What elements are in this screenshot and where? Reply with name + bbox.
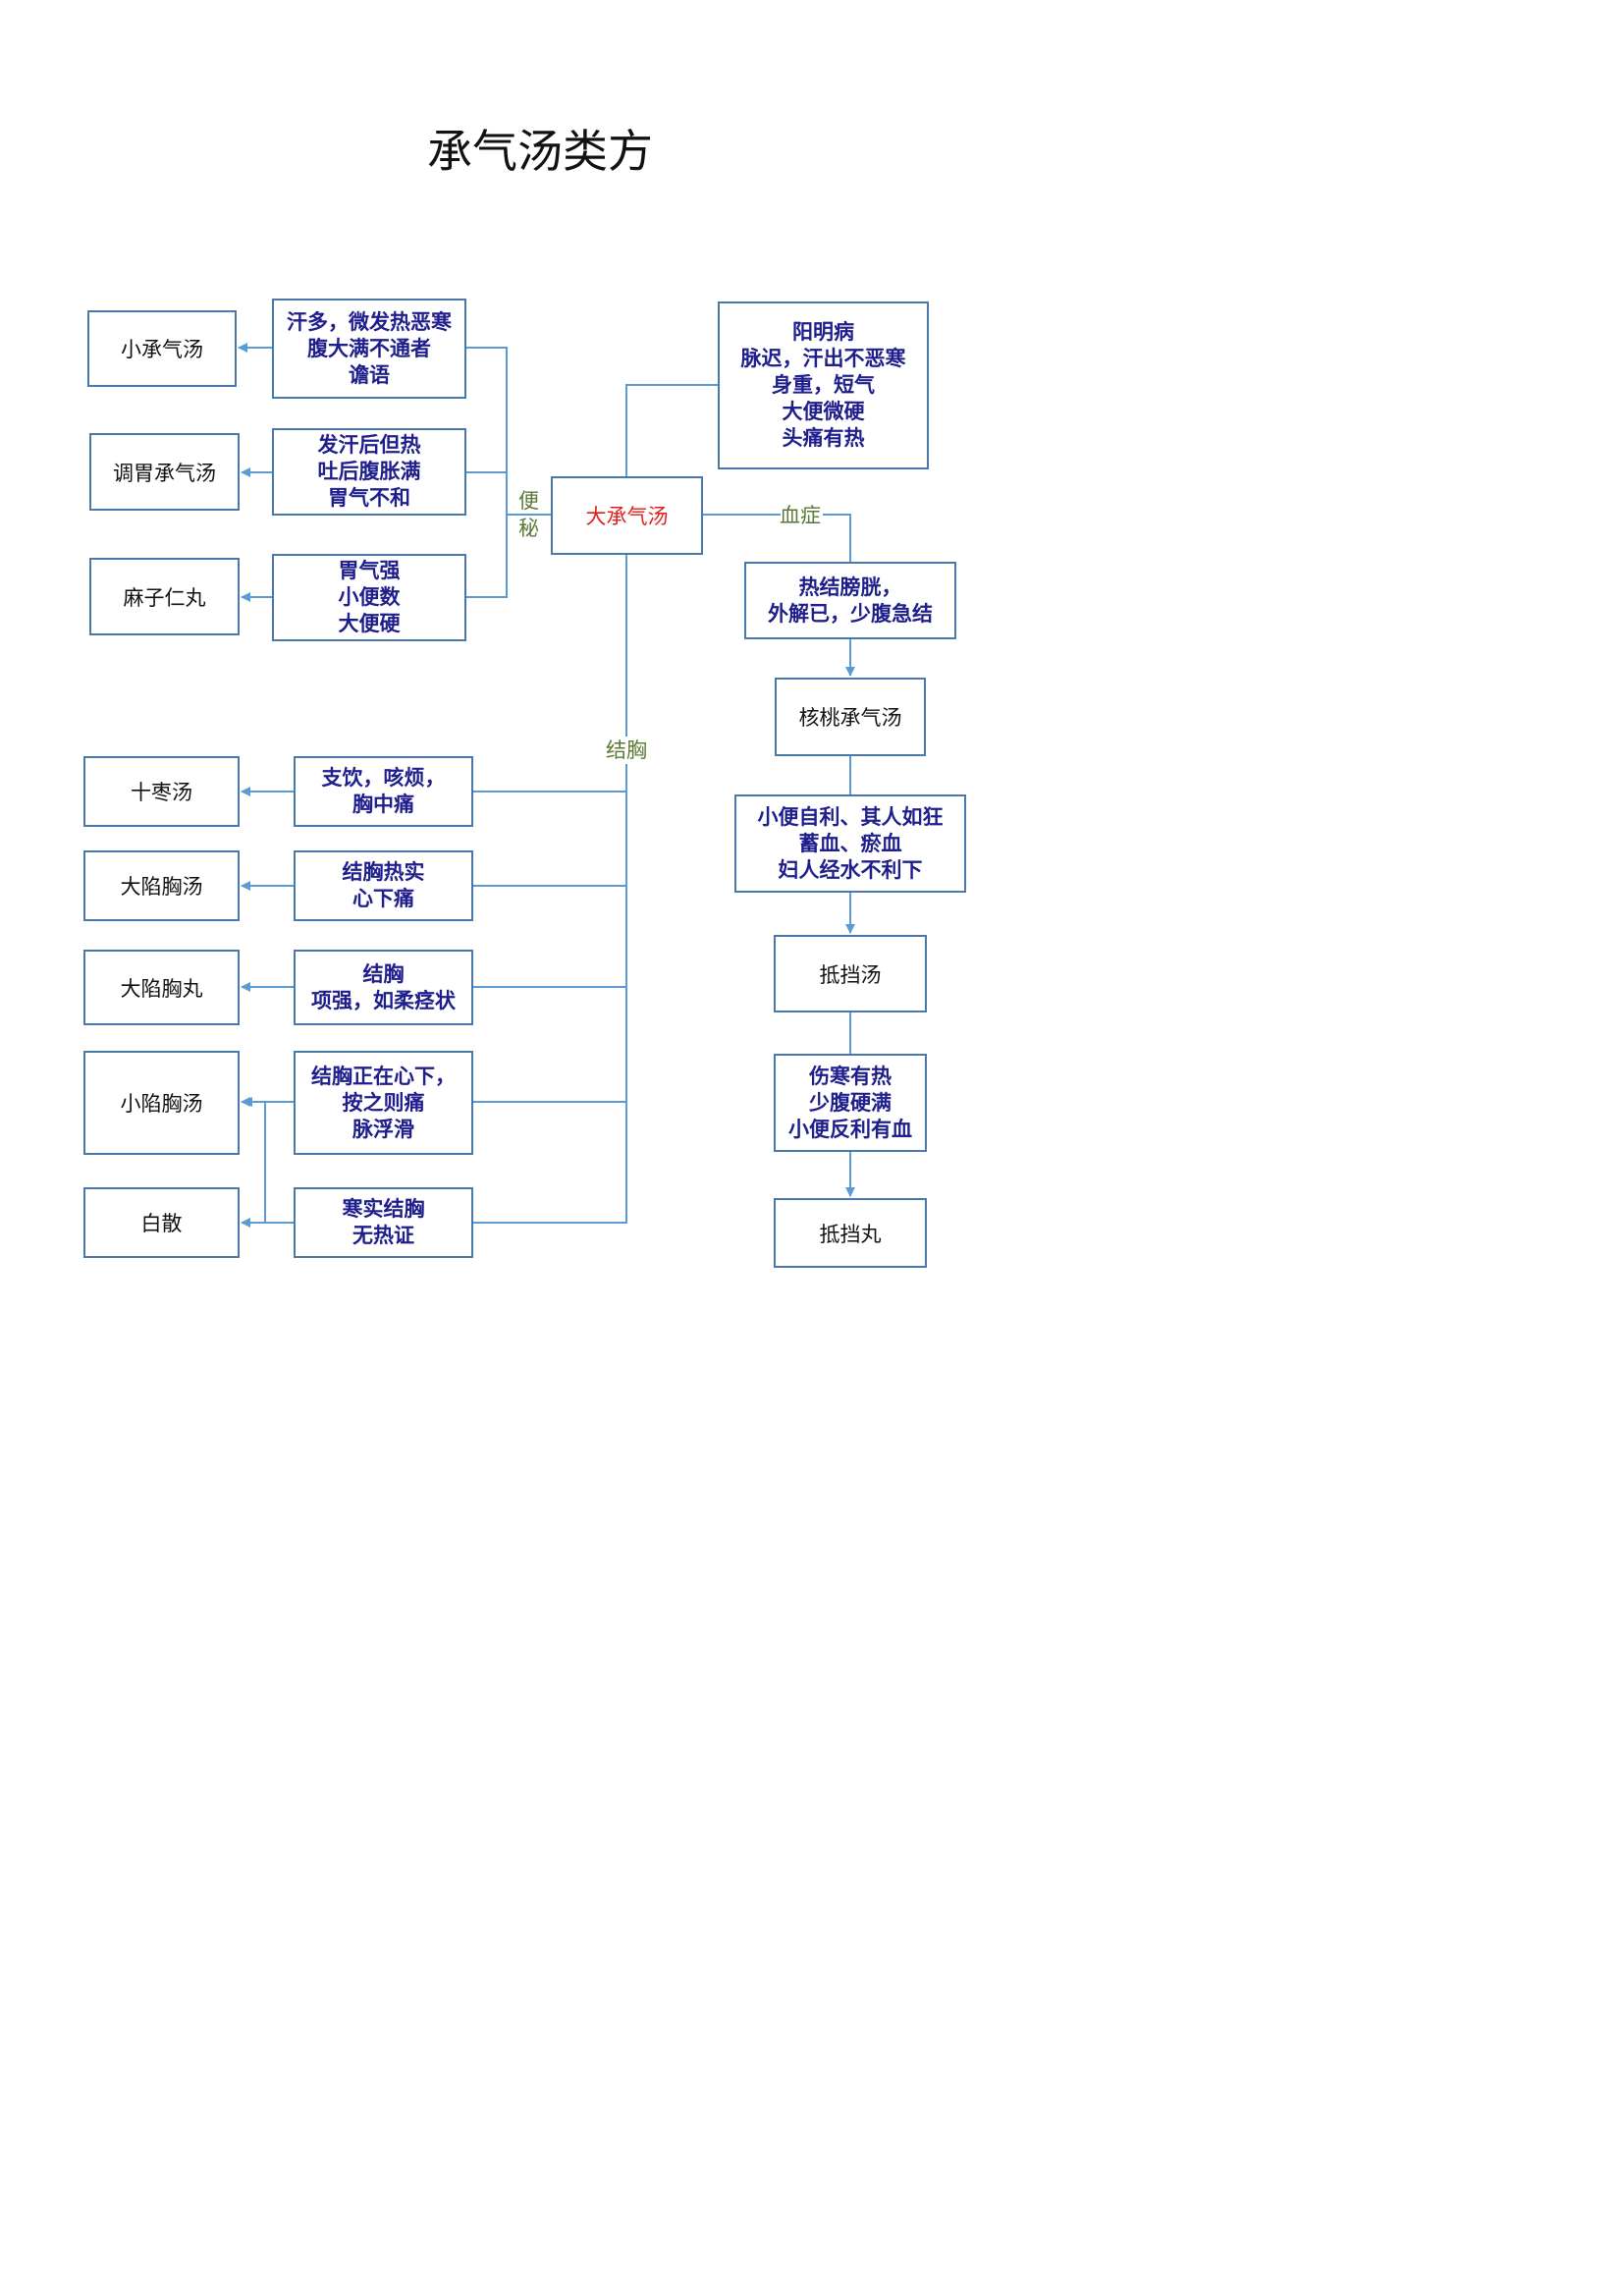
symptom-line: 胸中痛 bbox=[352, 793, 414, 816]
yangming-line: 阳明病 bbox=[792, 320, 854, 344]
edge-baisan-sym-to-xiaoxianxiong bbox=[243, 1097, 294, 1224]
symptom-box-shanghan-youre: 伤寒有热 少腹硬满 小便反利有血 bbox=[774, 1054, 927, 1152]
symptom-line: 按之则痛 bbox=[342, 1090, 425, 1115]
symptom-line: 妇人经水不利下 bbox=[778, 857, 923, 882]
symptom-box-xuxue: 小便自利、其人如狂 蓄血、瘀血 妇人经水不利下 bbox=[734, 794, 966, 893]
page-title: 承气汤类方 bbox=[427, 125, 653, 178]
symptom-box-xiao-chengqi: 汗多，微发热恶寒 腹大满不通者 谵语 bbox=[272, 299, 466, 399]
connector-lines bbox=[238, 343, 855, 1228]
prescription-tiaowei-chengqi-tang: 调胃承气汤 bbox=[89, 433, 240, 511]
prescription-daxianxiong-tang: 大陷胸汤 bbox=[83, 850, 240, 921]
prescription-hetao-chengqi-tang: 核桃承气汤 bbox=[775, 678, 926, 756]
prescription-daxianxiong-wan: 大陷胸丸 bbox=[83, 950, 240, 1025]
symptom-box-xiaoxianxiong: 结胸正在心下， 按之则痛 脉浮滑 bbox=[294, 1051, 473, 1155]
symptom-box-daxianxiong-tang: 结胸热实 心下痛 bbox=[294, 850, 473, 921]
yangming-symptom-box: 阳明病 脉迟，汗出不恶寒 身重，短气 大便微硬 头痛有热 bbox=[718, 301, 929, 469]
yangming-line: 大便微硬 bbox=[782, 400, 865, 423]
symptom-line: 胃气强 bbox=[338, 559, 401, 582]
symptom-line: 脉浮滑 bbox=[352, 1117, 414, 1141]
edge-label-constipation: 便 秘 bbox=[518, 487, 539, 542]
symptom-line: 胃气不和 bbox=[328, 486, 410, 510]
symptom-line: 蓄血、瘀血 bbox=[798, 831, 902, 855]
symptom-line: 汗多，微发热恶寒 bbox=[287, 309, 452, 334]
symptom-line: 小便自利、其人如狂 bbox=[757, 804, 944, 829]
yangming-line: 身重，短气 bbox=[772, 373, 875, 397]
edge-label-chest: 结胸 bbox=[606, 737, 647, 764]
symptom-line: 吐后腹胀满 bbox=[317, 460, 421, 483]
prescription-xiaoxianxiong-tang: 小陷胸汤 bbox=[83, 1051, 240, 1155]
symptom-line: 大便硬 bbox=[338, 612, 401, 635]
prescription-baisan: 白散 bbox=[83, 1187, 240, 1258]
symptom-box-maziren: 胃气强 小便数 大便硬 bbox=[272, 554, 466, 641]
symptom-line: 项强，如柔痉状 bbox=[311, 988, 456, 1012]
symptom-box-daxianxiong-wan: 结胸 项强，如柔痉状 bbox=[294, 950, 473, 1025]
symptom-line: 发汗后但热 bbox=[317, 433, 421, 457]
symptom-line: 谵语 bbox=[349, 362, 390, 387]
symptom-line: 少腹硬满 bbox=[809, 1090, 892, 1115]
symptom-line: 腹大满不通者 bbox=[307, 336, 431, 360]
yangming-line: 头痛有热 bbox=[782, 426, 865, 450]
symptom-box-tiaowei-chengqi: 发汗后但热 吐后腹胀满 胃气不和 bbox=[272, 428, 466, 516]
prescription-didang-wan: 抵挡丸 bbox=[774, 1198, 927, 1268]
symptom-box-baisan: 寒实结胸 无热证 bbox=[294, 1187, 473, 1258]
edge-center-to-blood-2 bbox=[823, 514, 851, 562]
symptom-line: 伤寒有热 bbox=[809, 1064, 892, 1088]
edge-label-blood: 血症 bbox=[780, 504, 821, 527]
yangming-line: 脉迟，汗出不恶寒 bbox=[740, 347, 906, 370]
symptom-line: 结胸 bbox=[362, 961, 405, 986]
prescription-maziren-wan: 麻子仁丸 bbox=[89, 558, 240, 635]
edge-center-to-yangming bbox=[625, 384, 718, 476]
symptom-line: 寒实结胸 bbox=[342, 1197, 425, 1221]
symptom-line: 支饮，咳烦， bbox=[321, 766, 446, 790]
symptom-line: 小便反利有血 bbox=[788, 1117, 912, 1141]
edge-label-char: 便 bbox=[518, 489, 539, 513]
prescription-didang-tang: 抵挡汤 bbox=[774, 935, 927, 1012]
symptom-line: 结胸热实 bbox=[342, 860, 425, 884]
prescription-xiao-chengqi-tang: 小承气汤 bbox=[87, 310, 237, 387]
symptom-line: 小便数 bbox=[338, 585, 401, 609]
prescription-shizao-tang: 十枣汤 bbox=[83, 756, 240, 827]
symptom-line: 无热证 bbox=[352, 1224, 414, 1247]
symptom-line: 热结膀胱， bbox=[798, 574, 902, 599]
symptom-line: 心下痛 bbox=[352, 887, 414, 910]
symptom-box-shizao: 支饮，咳烦， 胸中痛 bbox=[294, 756, 473, 827]
formula-flowchart: 承气汤类方 大承气汤 便 秘 血症 结胸 阳明病 脉迟，汗出不恶寒 身重，短气 … bbox=[0, 0, 1080, 1528]
symptom-line: 外解已，少腹急结 bbox=[768, 601, 933, 626]
symptom-box-rejie-pangguang: 热结膀胱， 外解已，少腹急结 bbox=[744, 562, 956, 639]
edge-chest-trunk-b bbox=[473, 764, 627, 1224]
center-prescription-box: 大承气汤 bbox=[551, 476, 703, 555]
symptom-line: 结胸正在心下， bbox=[311, 1064, 456, 1088]
edge-label-char: 秘 bbox=[518, 517, 539, 540]
